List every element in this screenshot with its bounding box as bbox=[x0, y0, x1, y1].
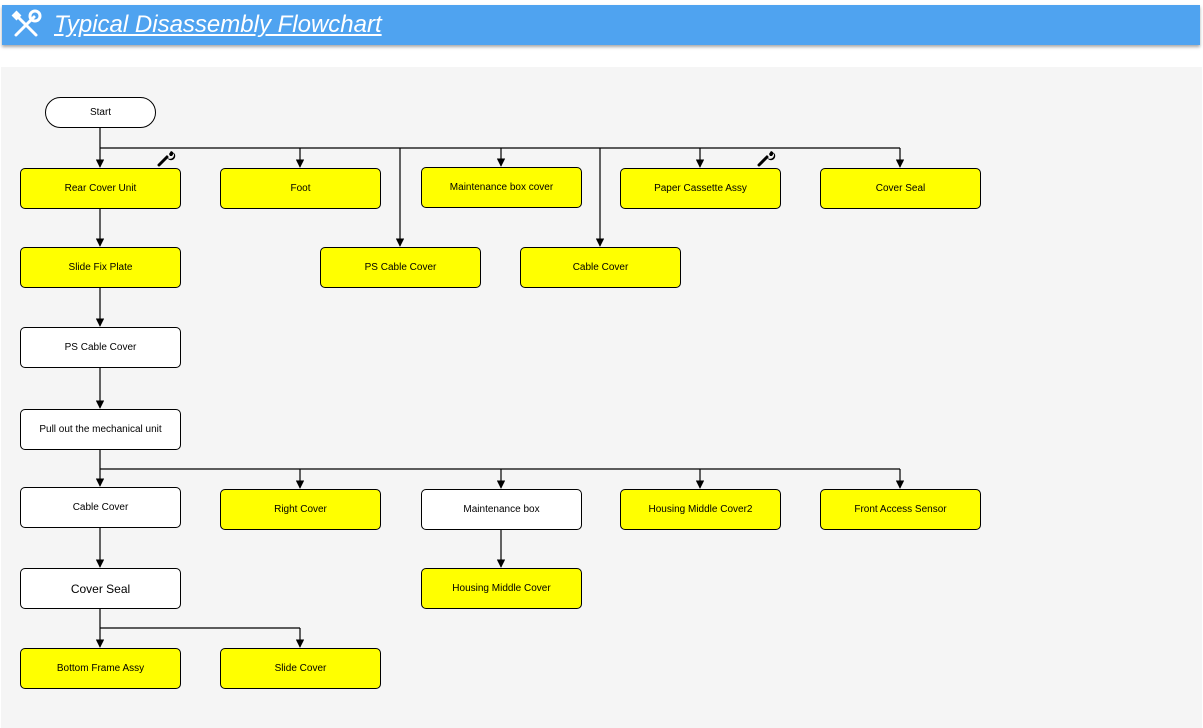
node-label: Slide Cover bbox=[274, 663, 327, 674]
node-label: Bottom Frame Assy bbox=[56, 663, 145, 674]
node-label: Pull out the mechanical unit bbox=[39, 424, 162, 435]
node-maintenance-box[interactable]: Maintenance box bbox=[421, 489, 582, 530]
header-bar: Typical Disassembly Flowchart bbox=[2, 5, 1200, 45]
node-slide-cover[interactable]: Slide Cover bbox=[220, 648, 381, 689]
node-label: Housing Middle Cover bbox=[452, 583, 551, 594]
node-label: Foot bbox=[290, 183, 311, 194]
node-label: PS Cable Cover bbox=[64, 342, 137, 353]
node-foot[interactable]: Foot bbox=[220, 168, 381, 209]
node-slide-fix-plate[interactable]: Slide Fix Plate bbox=[20, 247, 181, 288]
node-label: Cable Cover bbox=[72, 502, 129, 513]
node-cover-seal[interactable]: Cover Seal bbox=[20, 568, 181, 609]
node-label: Rear Cover Unit bbox=[64, 183, 137, 194]
node-bottom-frame-assy[interactable]: Bottom Frame Assy bbox=[20, 648, 181, 689]
node-ps-cable-cover-top[interactable]: PS Cable Cover bbox=[320, 247, 481, 288]
node-pull-out-mechanical-unit[interactable]: Pull out the mechanical unit bbox=[20, 409, 181, 450]
page-title[interactable]: Typical Disassembly Flowchart bbox=[54, 11, 382, 38]
start-node[interactable]: Start bbox=[45, 97, 156, 128]
node-label: Cable Cover bbox=[572, 262, 629, 273]
node-label: Maintenance box bbox=[463, 504, 540, 515]
node-housing-middle-cover[interactable]: Housing Middle Cover bbox=[421, 568, 582, 609]
start-label: Start bbox=[89, 107, 112, 118]
node-cable-cover-top[interactable]: Cable Cover bbox=[520, 247, 681, 288]
node-housing-middle-cover2[interactable]: Housing Middle Cover2 bbox=[620, 489, 781, 530]
node-label: Cover Seal bbox=[875, 183, 926, 194]
node-maintenance-box-cover[interactable]: Maintenance box cover bbox=[421, 167, 582, 208]
node-rear-cover-unit[interactable]: Rear Cover Unit bbox=[20, 168, 181, 209]
node-label: Housing Middle Cover2 bbox=[648, 504, 753, 515]
node-paper-cassette-assy[interactable]: Paper Cassette Assy bbox=[620, 168, 781, 209]
node-front-access-sensor[interactable]: Front Access Sensor bbox=[820, 489, 981, 530]
tools-icon bbox=[11, 9, 42, 37]
node-label: Right Cover bbox=[274, 504, 327, 515]
flowchart-canvas: Start Rear Cover Unit Foot Maintenance b… bbox=[1, 67, 1202, 728]
wrench-icon bbox=[157, 151, 176, 167]
node-label: Cover Seal bbox=[70, 581, 131, 596]
node-label: PS Cable Cover bbox=[364, 262, 437, 273]
node-ps-cable-cover[interactable]: PS Cable Cover bbox=[20, 327, 181, 368]
node-label: Maintenance box cover bbox=[449, 182, 554, 193]
node-label: Front Access Sensor bbox=[854, 504, 947, 515]
node-label: Slide Fix Plate bbox=[68, 262, 133, 273]
node-label: Paper Cassette Assy bbox=[654, 183, 747, 194]
node-cover-seal-top[interactable]: Cover Seal bbox=[820, 168, 981, 209]
wrench-icon bbox=[757, 151, 776, 167]
node-right-cover[interactable]: Right Cover bbox=[220, 489, 381, 530]
node-cable-cover[interactable]: Cable Cover bbox=[20, 487, 181, 528]
connector-lines bbox=[95, 128, 905, 648]
